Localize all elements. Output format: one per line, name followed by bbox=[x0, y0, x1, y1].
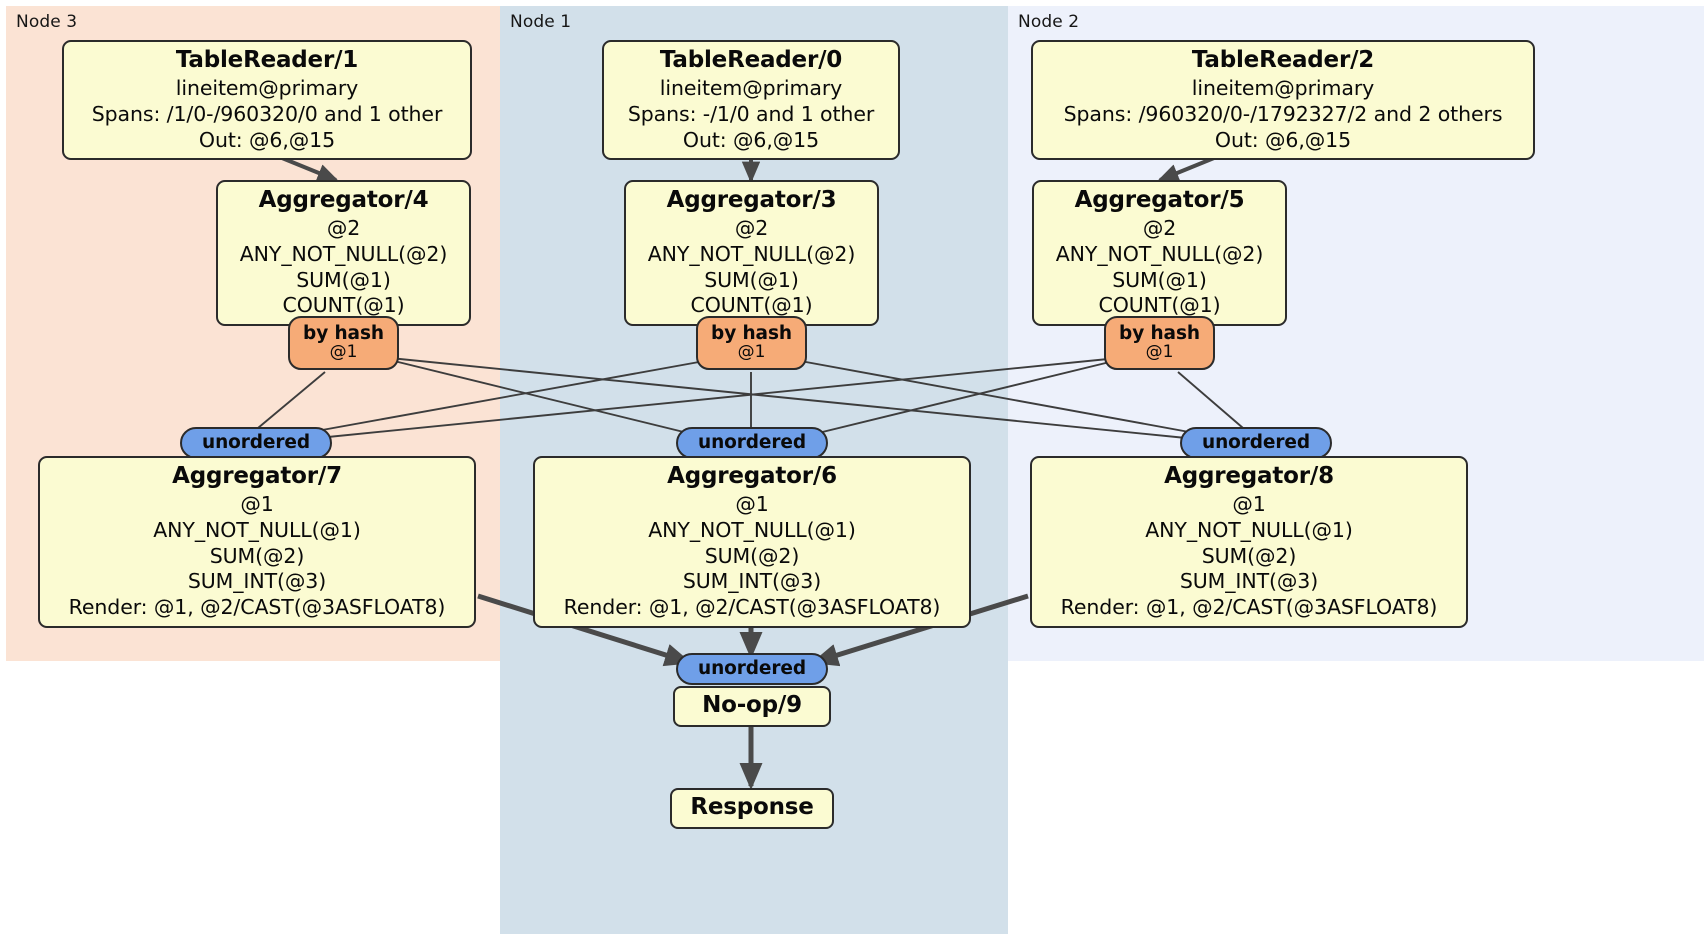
processor-title: TableReader/2 bbox=[1191, 47, 1375, 73]
processor-tablereader1[interactable]: TableReader/1 lineitem@primary Spans: /1… bbox=[62, 40, 472, 161]
router-by-hash-left[interactable]: by hash @1 bbox=[288, 316, 399, 370]
processor-line: Render: @1, @2/CAST(@3ASFLOAT8) bbox=[68, 595, 446, 620]
processor-line: ANY_NOT_NULL(@1) bbox=[153, 517, 361, 542]
processor-line: COUNT(@1) bbox=[1098, 293, 1221, 318]
processor-line: @1 bbox=[1232, 491, 1266, 516]
processor-title: No-op/9 bbox=[702, 692, 802, 718]
processor-line: @2 bbox=[326, 215, 361, 240]
router-sublabel: @1 bbox=[737, 342, 766, 363]
collector-label: unordered bbox=[698, 432, 806, 454]
processor-line: SUM(@2) bbox=[209, 543, 305, 568]
router-sublabel: @1 bbox=[1145, 342, 1174, 363]
router-sublabel: @1 bbox=[329, 342, 358, 363]
processor-response[interactable]: Response bbox=[670, 788, 834, 829]
processor-line: SUM_INT(@3) bbox=[682, 569, 822, 594]
collector-unordered-center[interactable]: unordered bbox=[676, 427, 828, 459]
processor-line: Render: @1, @2/CAST(@3ASFLOAT8) bbox=[563, 595, 941, 620]
processor-aggregator4[interactable]: Aggregator/4 @2 ANY_NOT_NULL(@2) SUM(@1)… bbox=[216, 180, 471, 327]
processor-line: SUM(@1) bbox=[1112, 267, 1207, 292]
processor-line: SUM(@2) bbox=[1201, 543, 1297, 568]
processor-line: COUNT(@1) bbox=[690, 293, 813, 318]
collector-label: unordered bbox=[202, 432, 310, 454]
processor-title: Aggregator/6 bbox=[667, 463, 837, 489]
processor-line: lineitem@primary bbox=[1191, 75, 1375, 100]
processor-tablereader2[interactable]: TableReader/2 lineitem@primary Spans: /9… bbox=[1031, 40, 1535, 161]
node-panel-label-node1: Node 1 bbox=[510, 12, 572, 32]
processor-line: ANY_NOT_NULL(@1) bbox=[648, 517, 856, 542]
processor-line: ANY_NOT_NULL(@2) bbox=[239, 241, 448, 266]
processor-tablereader0[interactable]: TableReader/0 lineitem@primary Spans: -/… bbox=[602, 40, 900, 161]
processor-aggregator6[interactable]: Aggregator/6 @1 ANY_NOT_NULL(@1) SUM(@2)… bbox=[533, 456, 971, 629]
processor-title: Aggregator/4 bbox=[258, 187, 429, 213]
processor-line: lineitem@primary bbox=[659, 75, 843, 100]
processor-line: Out: @6,@15 bbox=[198, 127, 336, 152]
router-label: by hash bbox=[711, 323, 792, 345]
processor-line: Spans: /1/0-/960320/0 and 1 other bbox=[91, 101, 443, 126]
processor-line: Out: @6,@15 bbox=[682, 127, 820, 152]
processor-line: SUM(@2) bbox=[704, 543, 800, 568]
processor-aggregator5[interactable]: Aggregator/5 @2 ANY_NOT_NULL(@2) SUM(@1)… bbox=[1032, 180, 1287, 327]
processor-line: Spans: -/1/0 and 1 other bbox=[627, 101, 875, 126]
processor-line: ANY_NOT_NULL(@1) bbox=[1145, 517, 1353, 542]
router-by-hash-right[interactable]: by hash @1 bbox=[1104, 316, 1215, 370]
processor-noop9[interactable]: No-op/9 bbox=[673, 686, 831, 727]
router-label: by hash bbox=[303, 323, 384, 345]
processor-aggregator7[interactable]: Aggregator/7 @1 ANY_NOT_NULL(@1) SUM(@2)… bbox=[38, 456, 476, 629]
node-panel-label-node3: Node 3 bbox=[16, 12, 78, 32]
processor-line: SUM_INT(@3) bbox=[187, 569, 327, 594]
processor-aggregator8[interactable]: Aggregator/8 @1 ANY_NOT_NULL(@1) SUM(@2)… bbox=[1030, 456, 1468, 629]
router-by-hash-center[interactable]: by hash @1 bbox=[696, 316, 807, 370]
collector-label: unordered bbox=[698, 658, 806, 680]
processor-line: SUM(@1) bbox=[296, 267, 391, 292]
processor-title: TableReader/0 bbox=[659, 47, 843, 73]
processor-line: Spans: /960320/0-/1792327/2 and 2 others bbox=[1063, 101, 1503, 126]
processor-line: Render: @1, @2/CAST(@3ASFLOAT8) bbox=[1060, 595, 1438, 620]
processor-line: @1 bbox=[240, 491, 274, 516]
processor-line: @2 bbox=[1142, 215, 1177, 240]
processor-title: Aggregator/3 bbox=[666, 187, 837, 213]
processor-line: COUNT(@1) bbox=[282, 293, 405, 318]
processor-line: SUM_INT(@3) bbox=[1179, 569, 1319, 594]
processor-title: TableReader/1 bbox=[175, 47, 359, 73]
processor-line: @2 bbox=[734, 215, 769, 240]
collector-unordered-final[interactable]: unordered bbox=[676, 653, 828, 685]
processor-line: lineitem@primary bbox=[175, 75, 359, 100]
processor-line: ANY_NOT_NULL(@2) bbox=[647, 241, 856, 266]
processor-title: Aggregator/5 bbox=[1074, 187, 1245, 213]
processor-line: Out: @6,@15 bbox=[1214, 127, 1352, 152]
processor-title: Aggregator/7 bbox=[172, 463, 342, 489]
processor-title: Aggregator/8 bbox=[1164, 463, 1334, 489]
processor-line: ANY_NOT_NULL(@2) bbox=[1055, 241, 1264, 266]
node-panel-label-node2: Node 2 bbox=[1018, 12, 1080, 32]
processor-line: SUM(@1) bbox=[704, 267, 799, 292]
router-label: by hash bbox=[1119, 323, 1200, 345]
processor-title: Response bbox=[690, 794, 814, 820]
processor-line: @1 bbox=[735, 491, 769, 516]
collector-unordered-right[interactable]: unordered bbox=[1180, 427, 1332, 459]
processor-aggregator3[interactable]: Aggregator/3 @2 ANY_NOT_NULL(@2) SUM(@1)… bbox=[624, 180, 879, 327]
collector-unordered-left[interactable]: unordered bbox=[180, 427, 332, 459]
collector-label: unordered bbox=[1202, 432, 1310, 454]
